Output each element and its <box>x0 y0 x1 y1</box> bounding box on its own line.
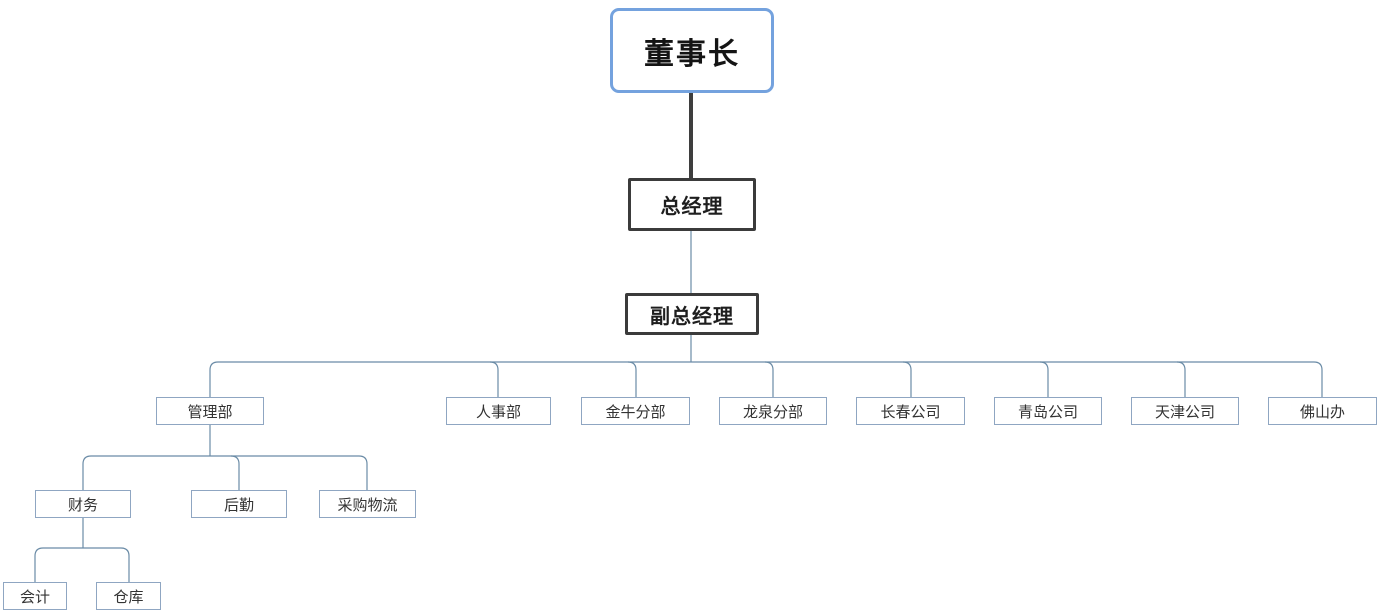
node-management-dept[interactable]: 管理部 <box>156 397 264 425</box>
node-procurement-logistics[interactable]: 采购物流 <box>319 490 416 518</box>
node-general-manager[interactable]: 总经理 <box>628 178 756 231</box>
node-foshan-office[interactable]: 佛山办 <box>1268 397 1377 425</box>
node-accounting[interactable]: 会计 <box>3 582 67 610</box>
node-jinniu-branch[interactable]: 金牛分部 <box>581 397 690 425</box>
node-finance[interactable]: 财务 <box>35 490 131 518</box>
node-hr-dept[interactable]: 人事部 <box>446 397 551 425</box>
edge-level5-bus <box>82 455 368 490</box>
edge-drop-qingdao <box>1039 361 1049 397</box>
node-qingdao-company[interactable]: 青岛公司 <box>994 397 1102 425</box>
edge-drop-longquan <box>764 361 774 397</box>
edge-drop-tianjin <box>1176 361 1186 397</box>
edge-level6-bus <box>34 547 130 582</box>
edge-drop-jinniu <box>627 361 637 397</box>
edge-drop-logistics <box>230 455 240 490</box>
edge-level4-bus <box>209 361 1323 397</box>
node-deputy-general-manager[interactable]: 副总经理 <box>625 293 759 335</box>
edge-drop-hr <box>489 361 499 397</box>
node-logistics[interactable]: 后勤 <box>191 490 287 518</box>
node-changchun-company[interactable]: 长春公司 <box>856 397 965 425</box>
edge-drop-changchun <box>902 361 912 397</box>
node-tianjin-company[interactable]: 天津公司 <box>1131 397 1239 425</box>
node-chairman[interactable]: 董事长 <box>610 8 774 93</box>
node-longquan-branch[interactable]: 龙泉分部 <box>719 397 827 425</box>
node-warehouse[interactable]: 仓库 <box>96 582 161 610</box>
